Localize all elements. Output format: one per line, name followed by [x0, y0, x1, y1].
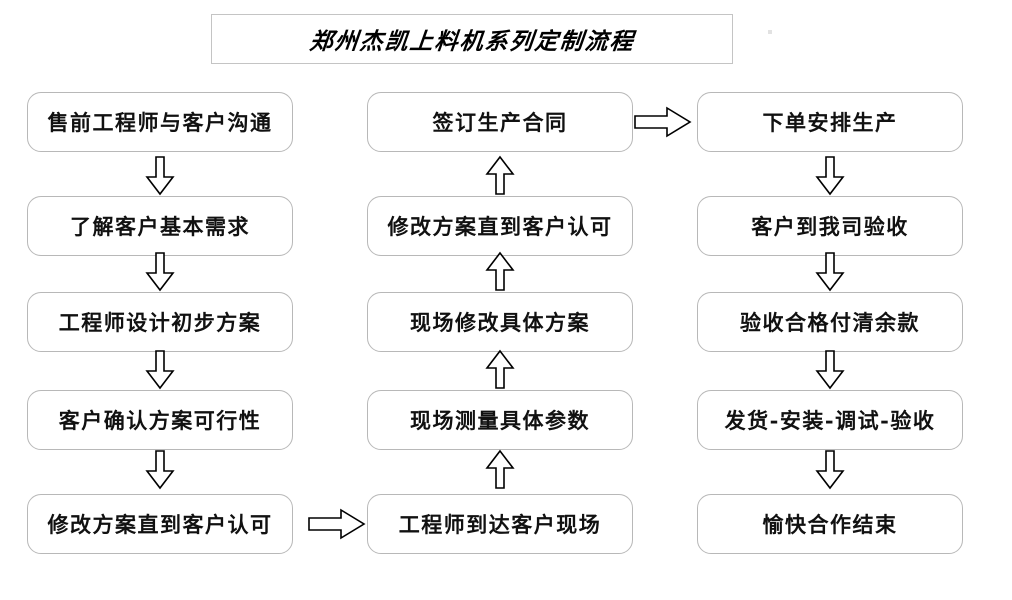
arrow-down-icon — [815, 252, 845, 292]
node-revise-until-approved-mid[interactable]: 修改方案直到客户认可 — [367, 196, 633, 256]
node-understand-needs[interactable]: 了解客户基本需求 — [27, 196, 293, 256]
node-label: 售前工程师与客户沟通 — [47, 110, 273, 135]
arrow-up-icon — [485, 251, 515, 292]
node-label: 愉快合作结束 — [762, 512, 898, 537]
arrow-down-icon — [145, 252, 175, 292]
arrow-down-icon — [145, 350, 175, 390]
node-ship-install-debug-accept[interactable]: 发货-安装-调试-验收 — [697, 390, 963, 450]
arrow-down-icon — [145, 156, 175, 196]
arrow-up-icon — [485, 155, 515, 196]
node-cooperation-end[interactable]: 愉快合作结束 — [697, 494, 963, 554]
node-customer-inspection[interactable]: 客户到我司验收 — [697, 196, 963, 256]
node-label: 工程师到达客户现场 — [398, 512, 602, 537]
node-revise-until-approved-left[interactable]: 修改方案直到客户认可 — [27, 494, 293, 554]
node-presales-communication[interactable]: 售前工程师与客户沟通 — [27, 92, 293, 152]
node-label: 修改方案直到客户认可 — [47, 512, 273, 537]
arrow-down-icon — [815, 156, 845, 196]
node-label: 了解客户基本需求 — [70, 214, 250, 239]
node-label: 现场修改具体方案 — [410, 310, 590, 335]
node-label: 客户确认方案可行性 — [58, 408, 262, 433]
node-label: 工程师设计初步方案 — [58, 310, 262, 335]
node-confirm-feasibility[interactable]: 客户确认方案可行性 — [27, 390, 293, 450]
arrow-down-icon — [815, 350, 845, 390]
node-sign-contract[interactable]: 签订生产合同 — [367, 92, 633, 152]
background-speck — [768, 30, 772, 34]
chart-title-box: 郑州杰凯上料机系列定制流程 — [211, 14, 733, 64]
node-preliminary-design[interactable]: 工程师设计初步方案 — [27, 292, 293, 352]
arrow-up-icon — [485, 449, 515, 490]
chart-title: 郑州杰凯上料机系列定制流程 — [307, 28, 636, 55]
arrow-right-icon — [634, 106, 692, 138]
node-label: 验收合格付清余款 — [740, 310, 920, 335]
node-onsite-revise-plan[interactable]: 现场修改具体方案 — [367, 292, 633, 352]
node-place-order-production[interactable]: 下单安排生产 — [697, 92, 963, 152]
node-label: 修改方案直到客户认可 — [387, 214, 613, 239]
arrow-down-icon — [815, 450, 845, 490]
node-label: 客户到我司验收 — [751, 214, 909, 239]
node-pay-balance[interactable]: 验收合格付清余款 — [697, 292, 963, 352]
arrow-up-icon — [485, 349, 515, 390]
arrow-right-icon — [308, 508, 366, 540]
node-engineer-arrives-site[interactable]: 工程师到达客户现场 — [367, 494, 633, 554]
node-onsite-measure-params[interactable]: 现场测量具体参数 — [367, 390, 633, 450]
node-label: 发货-安装-调试-验收 — [724, 408, 936, 433]
node-label: 现场测量具体参数 — [410, 408, 590, 433]
arrow-down-icon — [145, 450, 175, 490]
node-label: 签订生产合同 — [432, 110, 568, 135]
node-label: 下单安排生产 — [762, 110, 898, 135]
